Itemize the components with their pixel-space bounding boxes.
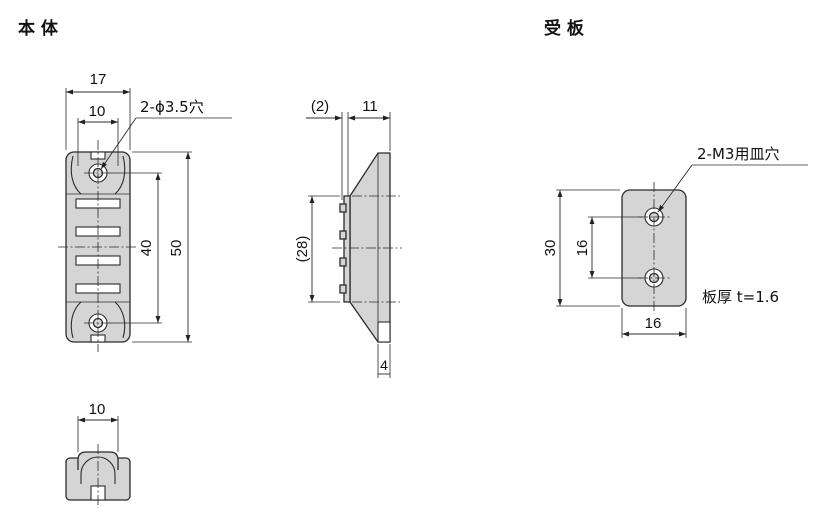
hole-leader-line [100,117,137,170]
body-bottom-view: 10 [65,401,131,508]
dimension-tab-width-label: 4 [380,357,388,373]
side-tab [377,321,391,343]
magnet-plate-tab [339,230,347,240]
plate-section-title: 受 板 [544,18,585,39]
plate-leader-line [657,164,693,213]
dimension-plate-width-label: 16 [645,315,662,332]
dimension-hole-pitch-label: 40 [138,240,155,257]
magnet-plate-strip [343,195,351,303]
body-section-title: 本 体 [18,18,59,39]
hole-callout-label: 2-ϕ3.5穴 [140,98,204,116]
magnet-plate-tab [339,284,347,294]
dimension-width-label: 17 [90,71,107,88]
top-ear-curve-right [114,155,126,195]
top-ear-curve-left [70,155,82,195]
magnet-plate-tab [339,257,347,267]
dimension-plate-gap-label: (2) [311,98,329,115]
plate-thickness-label: 板厚 t=1.6 [702,288,779,306]
dimension-bottom-width-label: 10 [89,401,106,418]
body-front-view: 17 10 2-ϕ3.5穴 40 50 [58,71,232,352]
body-side-view: (2) 11 (28) 4 [294,98,402,378]
dimension-plate-hole-pitch-label: 16 [574,240,591,257]
dimension-height-label: 50 [168,240,185,257]
bottom-ear-curve-right [114,301,126,339]
magnet-plate-tab [339,203,347,213]
dimension-ear-width-label: 10 [89,103,106,120]
dimension-magnet-length-label: (28) [294,236,311,263]
dimension-depth-label: 11 [362,98,378,115]
bottom-ear-curve-left [70,301,82,339]
strike-plate-view: 30 16 16 2-M3用皿穴 板厚 t=1.6 [542,145,808,338]
dimension-plate-height-label: 30 [542,240,559,257]
plate-hole-callout-label: 2-M3用皿穴 [697,145,779,163]
body-side-outline [349,152,391,343]
